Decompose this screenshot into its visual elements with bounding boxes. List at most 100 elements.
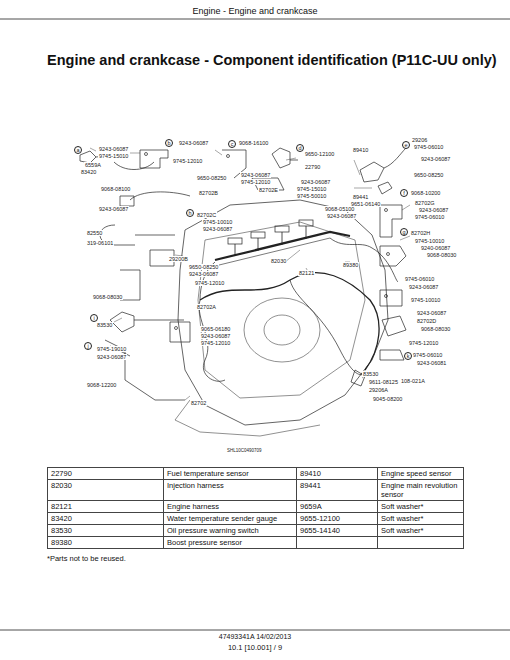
part-description: Injection harness — [167, 481, 224, 490]
callout-letter: e — [402, 141, 410, 149]
table-cell: Boost pressure sensor — [164, 537, 297, 549]
page-number: 10.1 [10.001] / 9 — [0, 643, 510, 652]
part-description: Soft washer* — [381, 502, 424, 511]
table-cell — [378, 537, 464, 549]
callout-number: 82702A — [196, 304, 217, 310]
table-cell: 83530 — [48, 525, 164, 537]
callout-number: 9068-08100 — [100, 186, 131, 192]
callout-number: 9243-06087 — [200, 333, 231, 339]
callout-number: 9068-08030 — [92, 294, 123, 300]
callout-number: 319-06101 — [86, 240, 114, 246]
callout-number: 82030 — [270, 258, 287, 264]
part-number: 22790 — [51, 469, 72, 478]
part-number: 89441 — [300, 481, 321, 490]
callout-number: 9243-06087 — [178, 140, 209, 146]
callout-number: 9745-12010 — [194, 280, 225, 286]
callout-number: 82702G — [414, 200, 436, 206]
part-description: Engine main revolution sensor — [381, 481, 457, 499]
table-cell: Engine harness — [164, 501, 297, 513]
callout-number: 9068-12200 — [86, 382, 117, 388]
callout-letter: i — [90, 314, 98, 322]
callout-number: 82702H — [410, 230, 431, 236]
table-cell — [297, 537, 378, 549]
part-description: Soft washer* — [381, 514, 424, 523]
callout-number: 9745-19010 — [96, 346, 127, 352]
callout-number: 9745-12010 — [240, 179, 271, 185]
table-cell: 82121 — [48, 501, 164, 513]
part-number: 83420 — [51, 514, 72, 523]
callout-number: 9243-06087 — [202, 226, 233, 232]
callout-letter: g — [400, 228, 408, 236]
callout-number: 9745-10010 — [414, 238, 445, 244]
parts-table: 22790Fuel temperature sensor89410Engine … — [47, 467, 464, 549]
callout-letter: f — [400, 189, 408, 197]
callout-number: 9065-06180 — [200, 326, 231, 332]
table-cell: 9659A — [297, 501, 378, 513]
table-cell: 22790 — [48, 468, 164, 480]
footnote: *Parts not to be reused. — [47, 554, 126, 563]
table-cell: 9655-14140 — [297, 525, 378, 537]
callout-number: 89410 — [352, 147, 369, 153]
callout-number: 82702B — [198, 190, 219, 196]
callout-number: 9068-05100 — [324, 206, 355, 212]
callout-number: 9068-08030 — [426, 252, 457, 258]
callout-number: 9243-06087 — [188, 271, 219, 277]
table-cell: Soft washer* — [378, 501, 464, 513]
callout-number: 9745-12010 — [408, 340, 439, 346]
part-description: Engine harness — [167, 502, 219, 511]
part-number: 89380 — [51, 538, 72, 547]
callout-number: 22790 — [304, 164, 321, 170]
callout-number: 9745-15010 — [296, 186, 327, 192]
callout-number: 9650-08250 — [188, 264, 219, 270]
callout-letter: k — [404, 352, 412, 360]
callout-number: 9243-06087 — [418, 207, 449, 213]
callout-number: 89441 — [352, 194, 369, 200]
callout-letter: b — [165, 139, 173, 147]
callout-number: 9243-06087 — [416, 310, 447, 316]
callout-number: 9243-06087 — [326, 213, 357, 219]
table-cell: 9655-12100 — [297, 513, 378, 525]
callout-number: 9243-06087 — [96, 354, 127, 360]
callout-number: 9068-16100 — [238, 140, 269, 146]
callout-number: 9068-08030 — [420, 326, 451, 332]
callout-number: 9068-10200 — [410, 190, 441, 196]
callout-number: 9745-06010 — [414, 214, 445, 220]
callout-number: 29206A — [368, 387, 389, 393]
table-cell: Water temperature sender gauge — [164, 513, 297, 525]
callout-number: 6559A — [84, 162, 102, 168]
table-cell: Engine main revolution sensor — [378, 480, 464, 501]
callout-number: 9745-10010 — [202, 219, 233, 225]
callout-number: 9243-06087 — [420, 156, 451, 162]
callout-number: 82702C — [196, 212, 217, 218]
table-cell: Engine speed sensor — [378, 468, 464, 480]
callout-number: 9243-06087 — [408, 284, 439, 290]
table-cell: Fuel temperature sensor — [164, 468, 297, 480]
callout-number: 83530 — [362, 371, 379, 377]
callout-letter: a — [74, 146, 82, 154]
footer-text: 47493341A 14/02/2013 — [0, 633, 510, 640]
part-description: Soft washer* — [381, 526, 424, 535]
callout-number: 9650-08250 — [413, 172, 444, 178]
callout-number: 9240-06087 — [420, 245, 451, 251]
page-title: Engine and crankcase - Component identif… — [47, 52, 497, 68]
table-cell: Soft washer* — [378, 525, 464, 537]
callout-number: 9745-06010 — [412, 352, 443, 358]
table-cell: Injection harness — [164, 480, 297, 501]
table-cell: 89380 — [48, 537, 164, 549]
callout-letter: d — [296, 144, 304, 152]
part-description: Engine speed sensor — [381, 469, 451, 478]
table-cell: 89441 — [297, 480, 378, 501]
figure-code: SHL10C0490709 — [226, 448, 263, 454]
part-description: Water temperature sender gauge — [167, 514, 277, 523]
callout-number: 83530 — [96, 322, 113, 328]
part-number: 9659A — [300, 502, 322, 511]
callout-number: 29200B — [168, 256, 189, 262]
part-description: Boost pressure sensor — [167, 538, 242, 547]
callout-number: 82550 — [86, 230, 103, 236]
part-number: 9655-14140 — [300, 526, 340, 535]
callout-number: 89380 — [342, 262, 359, 268]
callout-number: 9243-06087 — [240, 172, 271, 178]
part-description: Oil pressure warning switch — [167, 526, 259, 535]
callout-letter: c — [228, 140, 236, 148]
callout-number: 9243-06087 — [98, 146, 129, 152]
